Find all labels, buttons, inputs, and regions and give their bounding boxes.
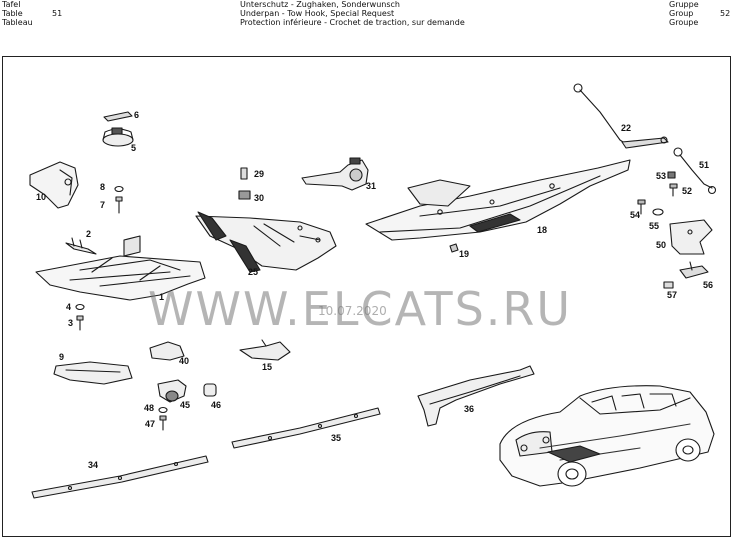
label-tafel: Tafel — [2, 0, 21, 9]
header-left-labels: Tafel Table Tableau — [2, 0, 33, 27]
part-46-bushing — [203, 383, 217, 397]
part-55-washer — [652, 208, 664, 216]
part-number-25: 25 — [248, 267, 259, 277]
part-number-53: 53 — [656, 171, 667, 181]
part-45-mount — [157, 379, 187, 403]
part-number-35: 35 — [331, 433, 342, 443]
part-number-36: 36 — [464, 404, 475, 414]
part-18-underpan — [365, 159, 631, 241]
part-number-45: 45 — [180, 400, 191, 410]
part-number-51: 51 — [699, 160, 710, 170]
watermark-date: 10.07.2020 — [318, 304, 387, 318]
label-tableau: Tableau — [2, 18, 33, 27]
part-22-strut — [573, 83, 669, 149]
header-title: Unterschutz - Zughaken, Sonderwunsch Und… — [240, 0, 465, 27]
part-51-strut — [673, 147, 717, 195]
part-number-8: 8 — [100, 182, 106, 192]
part-number-56: 56 — [703, 280, 714, 290]
part-number-50: 50 — [656, 240, 667, 250]
part-35-rail — [231, 407, 381, 449]
page-header: Tafel Table Tableau 51 Unterschutz - Zug… — [0, 0, 736, 28]
part-8-washer — [114, 185, 124, 193]
title-en: Underpan - Tow Hook, Special Request — [240, 9, 395, 18]
part-56-bracket — [679, 261, 709, 279]
part-53-nut — [667, 171, 676, 179]
label-table: Table — [2, 9, 23, 18]
part-number-9: 9 — [59, 352, 65, 362]
part-number-31: 31 — [366, 181, 377, 191]
part-48-washer — [158, 406, 168, 414]
part-1-underpan — [35, 235, 206, 301]
part-number-3: 3 — [68, 318, 74, 328]
part-number-48: 48 — [144, 403, 155, 413]
label-group: Group — [669, 9, 694, 18]
part-number-7: 7 — [100, 200, 106, 210]
part-36-rail — [417, 365, 535, 427]
title-de: Unterschutz - Zughaken, Sonderwunsch — [240, 0, 400, 9]
diagram-frame — [2, 56, 731, 537]
part-29-pin — [240, 167, 248, 180]
part-number-29: 29 — [254, 169, 265, 179]
part-number-55: 55 — [649, 221, 660, 231]
group-number: 52 — [720, 9, 731, 18]
part-number-34: 34 — [88, 460, 99, 470]
header-right-labels: Gruppe Group Groupe — [669, 0, 699, 27]
part-number-4: 4 — [66, 302, 72, 312]
part-15-bracket — [239, 339, 291, 361]
part-7-bolt — [115, 196, 123, 214]
table-number: 51 — [52, 9, 63, 18]
part-31-tow-hook — [301, 157, 369, 191]
part-number-15: 15 — [262, 362, 273, 372]
part-10-bracket — [29, 161, 79, 209]
part-3-bolt — [76, 315, 84, 331]
part-9-bracket — [53, 361, 133, 385]
part-50-plate — [669, 219, 713, 255]
part-54-bolt — [637, 199, 646, 215]
part-number-57: 57 — [667, 290, 678, 300]
part-47-bolt — [159, 415, 167, 431]
car-illustration — [499, 385, 715, 487]
part-number-47: 47 — [145, 419, 156, 429]
part-number-18: 18 — [537, 225, 548, 235]
label-gruppe: Gruppe — [669, 0, 699, 9]
part-number-1: 1 — [159, 292, 165, 302]
part-number-46: 46 — [211, 400, 222, 410]
part-number-22: 22 — [621, 123, 632, 133]
part-25-underpan — [195, 211, 337, 273]
part-number-52: 52 — [682, 186, 693, 196]
part-30-nut — [238, 190, 251, 200]
part-number-5: 5 — [131, 143, 137, 153]
part-34-rail — [31, 455, 209, 499]
part-57-spacer — [663, 281, 674, 289]
part-number-2: 2 — [86, 229, 92, 239]
part-2-bracket — [65, 237, 97, 255]
title-fr: Protection inférieure - Crochet de tract… — [240, 18, 465, 27]
part-52-bolt — [669, 183, 678, 197]
part-number-30: 30 — [254, 193, 265, 203]
part-5-bushing — [102, 127, 134, 147]
part-number-40: 40 — [179, 356, 190, 366]
label-groupe: Groupe — [669, 18, 699, 27]
part-6-plate — [103, 111, 133, 122]
part-number-10: 10 — [36, 192, 47, 202]
part-number-6: 6 — [134, 110, 140, 120]
part-40-support — [149, 341, 185, 361]
part-number-54: 54 — [630, 210, 641, 220]
part-19-clip — [449, 243, 459, 253]
part-4-washer — [75, 303, 85, 311]
watermark-text: WWW.ELCATS.RU — [148, 282, 573, 336]
part-number-19: 19 — [459, 249, 470, 259]
